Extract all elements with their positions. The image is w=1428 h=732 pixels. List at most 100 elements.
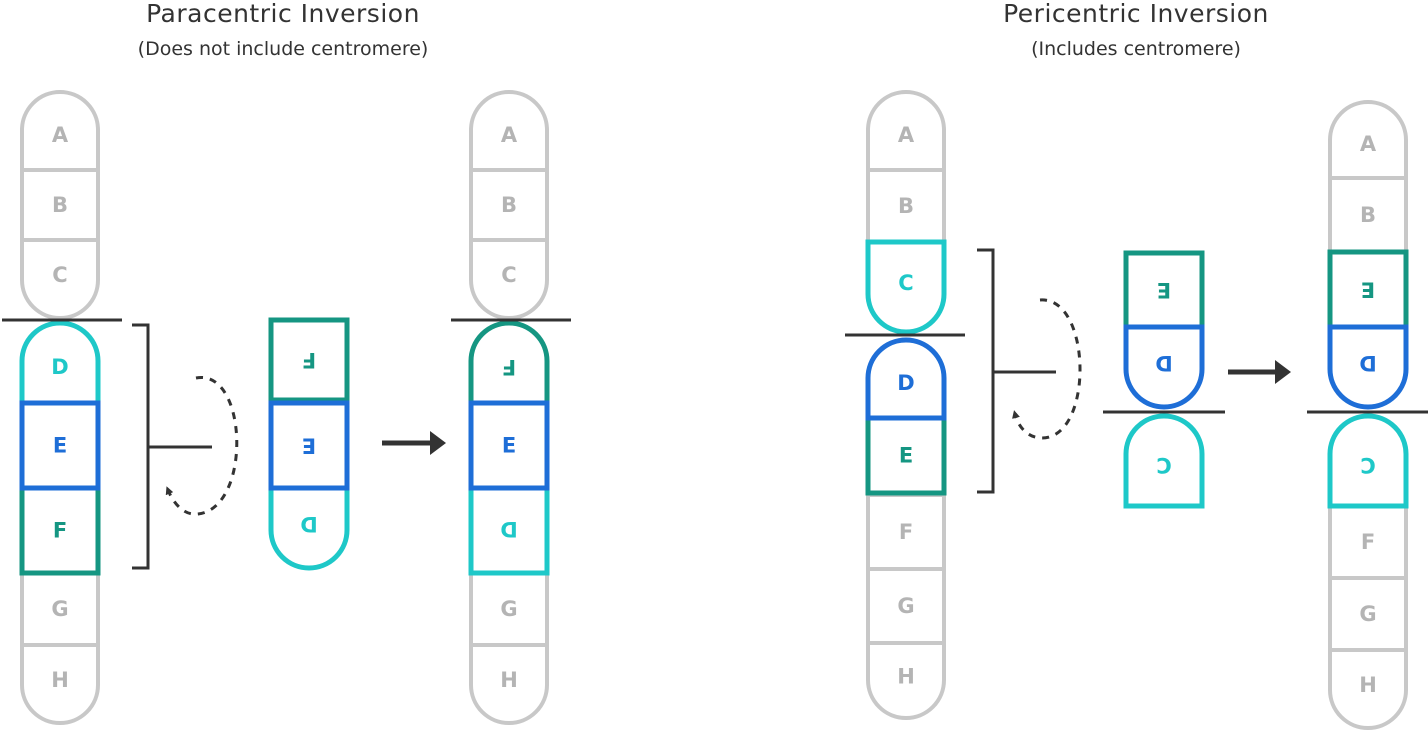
segment-a: A [469, 90, 549, 172]
segment-label: H [897, 665, 915, 689]
segment-shape [1123, 413, 1205, 509]
segment-label: E [1361, 278, 1375, 302]
segment-g: G [469, 571, 549, 647]
segment-label: F [899, 520, 913, 544]
segment-label: A [898, 123, 915, 147]
segment-label: B [898, 194, 914, 218]
segment-label: H [1359, 673, 1377, 697]
paracentric-subtitle: (Does not include centromere) [138, 38, 429, 60]
pericentric-original-chromosome: A B FGH C E D [865, 90, 947, 720]
segment-d: D [1327, 324, 1409, 410]
segment-c: C [20, 238, 100, 320]
segment-shape [468, 400, 550, 491]
segment-h: H [20, 643, 100, 725]
segment-label: G [51, 597, 68, 621]
segment-label: C [52, 263, 67, 287]
inversion-bracket [977, 248, 1056, 494]
segment-shape [20, 643, 100, 725]
paracentric-title: Paracentric Inversion [146, 0, 420, 28]
segment-label: A [501, 123, 518, 147]
segment-label: A [1360, 132, 1377, 156]
segment-shape [19, 400, 101, 491]
segment-label: F [302, 348, 316, 372]
segment-shape [469, 90, 549, 172]
segment-label: E [1157, 278, 1171, 302]
segment-c: C [469, 238, 549, 320]
segment-f: F [19, 485, 101, 576]
segment-c: C [865, 239, 947, 335]
segment-f: F [866, 493, 946, 571]
segment-label: B [52, 193, 68, 217]
segment-label: F [53, 519, 67, 543]
segment-shape [1328, 648, 1408, 730]
segment-label: E [53, 434, 67, 458]
arrowhead-icon [1275, 360, 1291, 384]
segment-label: E [302, 434, 316, 458]
segment-shape [469, 643, 549, 725]
segment-h: H [866, 641, 946, 720]
segment-g: G [1328, 576, 1408, 652]
segment-b: B [20, 168, 100, 242]
segment-shape [469, 238, 549, 320]
segment-label: A [52, 123, 69, 147]
segment-label: H [500, 668, 518, 692]
segment-label: C [1156, 453, 1171, 477]
segment-label: E [899, 444, 913, 468]
segment-shape [19, 320, 101, 406]
segment-label: H [51, 668, 69, 692]
segment-shape [268, 400, 350, 491]
segment-label: F [1361, 530, 1375, 554]
segment-label: D [897, 371, 914, 395]
segment-d: D [19, 320, 101, 406]
segment-a: A [20, 90, 100, 172]
segment-label: D [51, 355, 68, 379]
segment-e: E [865, 415, 947, 496]
segment-d: D [468, 485, 550, 576]
segment-shape [1327, 324, 1409, 410]
segment-b: B [469, 168, 549, 242]
segment-label: G [1359, 602, 1376, 626]
segment-c: C [1123, 413, 1205, 509]
segment-e: E [1327, 249, 1409, 330]
segment-a: A [866, 90, 946, 172]
segment-shape [268, 317, 350, 403]
segment-label: C [898, 271, 913, 295]
segment-shape [1328, 100, 1408, 180]
segment-a: A [1328, 100, 1408, 180]
segment-shape [468, 320, 550, 406]
paracentric-result-chromosome: A B C F G H D E [468, 90, 550, 725]
segment-b: B [866, 168, 946, 244]
pericentric-result-chromosome: A B F G H E C D [1327, 100, 1409, 730]
segment-b: B [1328, 176, 1408, 254]
rotation-arrow [1012, 298, 1082, 440]
segment-g: G [866, 567, 946, 645]
segment-c: C [1327, 413, 1409, 509]
segment-shape [1123, 324, 1205, 410]
segment-f: F [1328, 504, 1408, 580]
segment-label: D [1359, 351, 1376, 375]
pericentric-inverted-segment: E C D [1123, 250, 1205, 509]
segment-label: F [502, 355, 516, 379]
segment-e: E [1123, 250, 1205, 330]
segment-label: D [1155, 351, 1172, 375]
segment-f: F [468, 320, 550, 406]
segment-g: G [20, 571, 100, 647]
segment-label: C [501, 263, 516, 287]
segment-shape [20, 238, 100, 320]
paracentric-inverted-segment: FDE [268, 317, 350, 571]
segment-shape [865, 337, 947, 421]
segment-e: E [468, 400, 550, 491]
segment-label: B [1360, 203, 1376, 227]
segment-shape [866, 641, 946, 720]
segment-label: B [501, 193, 517, 217]
segment-label: D [500, 519, 517, 543]
rotation-arrow [165, 376, 239, 516]
segment-d: D [1123, 324, 1205, 410]
segment-d: D [865, 337, 947, 421]
segment-label: G [500, 597, 517, 621]
paracentric-original-chromosome: A B C D G H F E [19, 90, 101, 725]
segment-e: E [19, 400, 101, 491]
segment-h: H [469, 643, 549, 725]
inversion-bracket [132, 323, 212, 570]
